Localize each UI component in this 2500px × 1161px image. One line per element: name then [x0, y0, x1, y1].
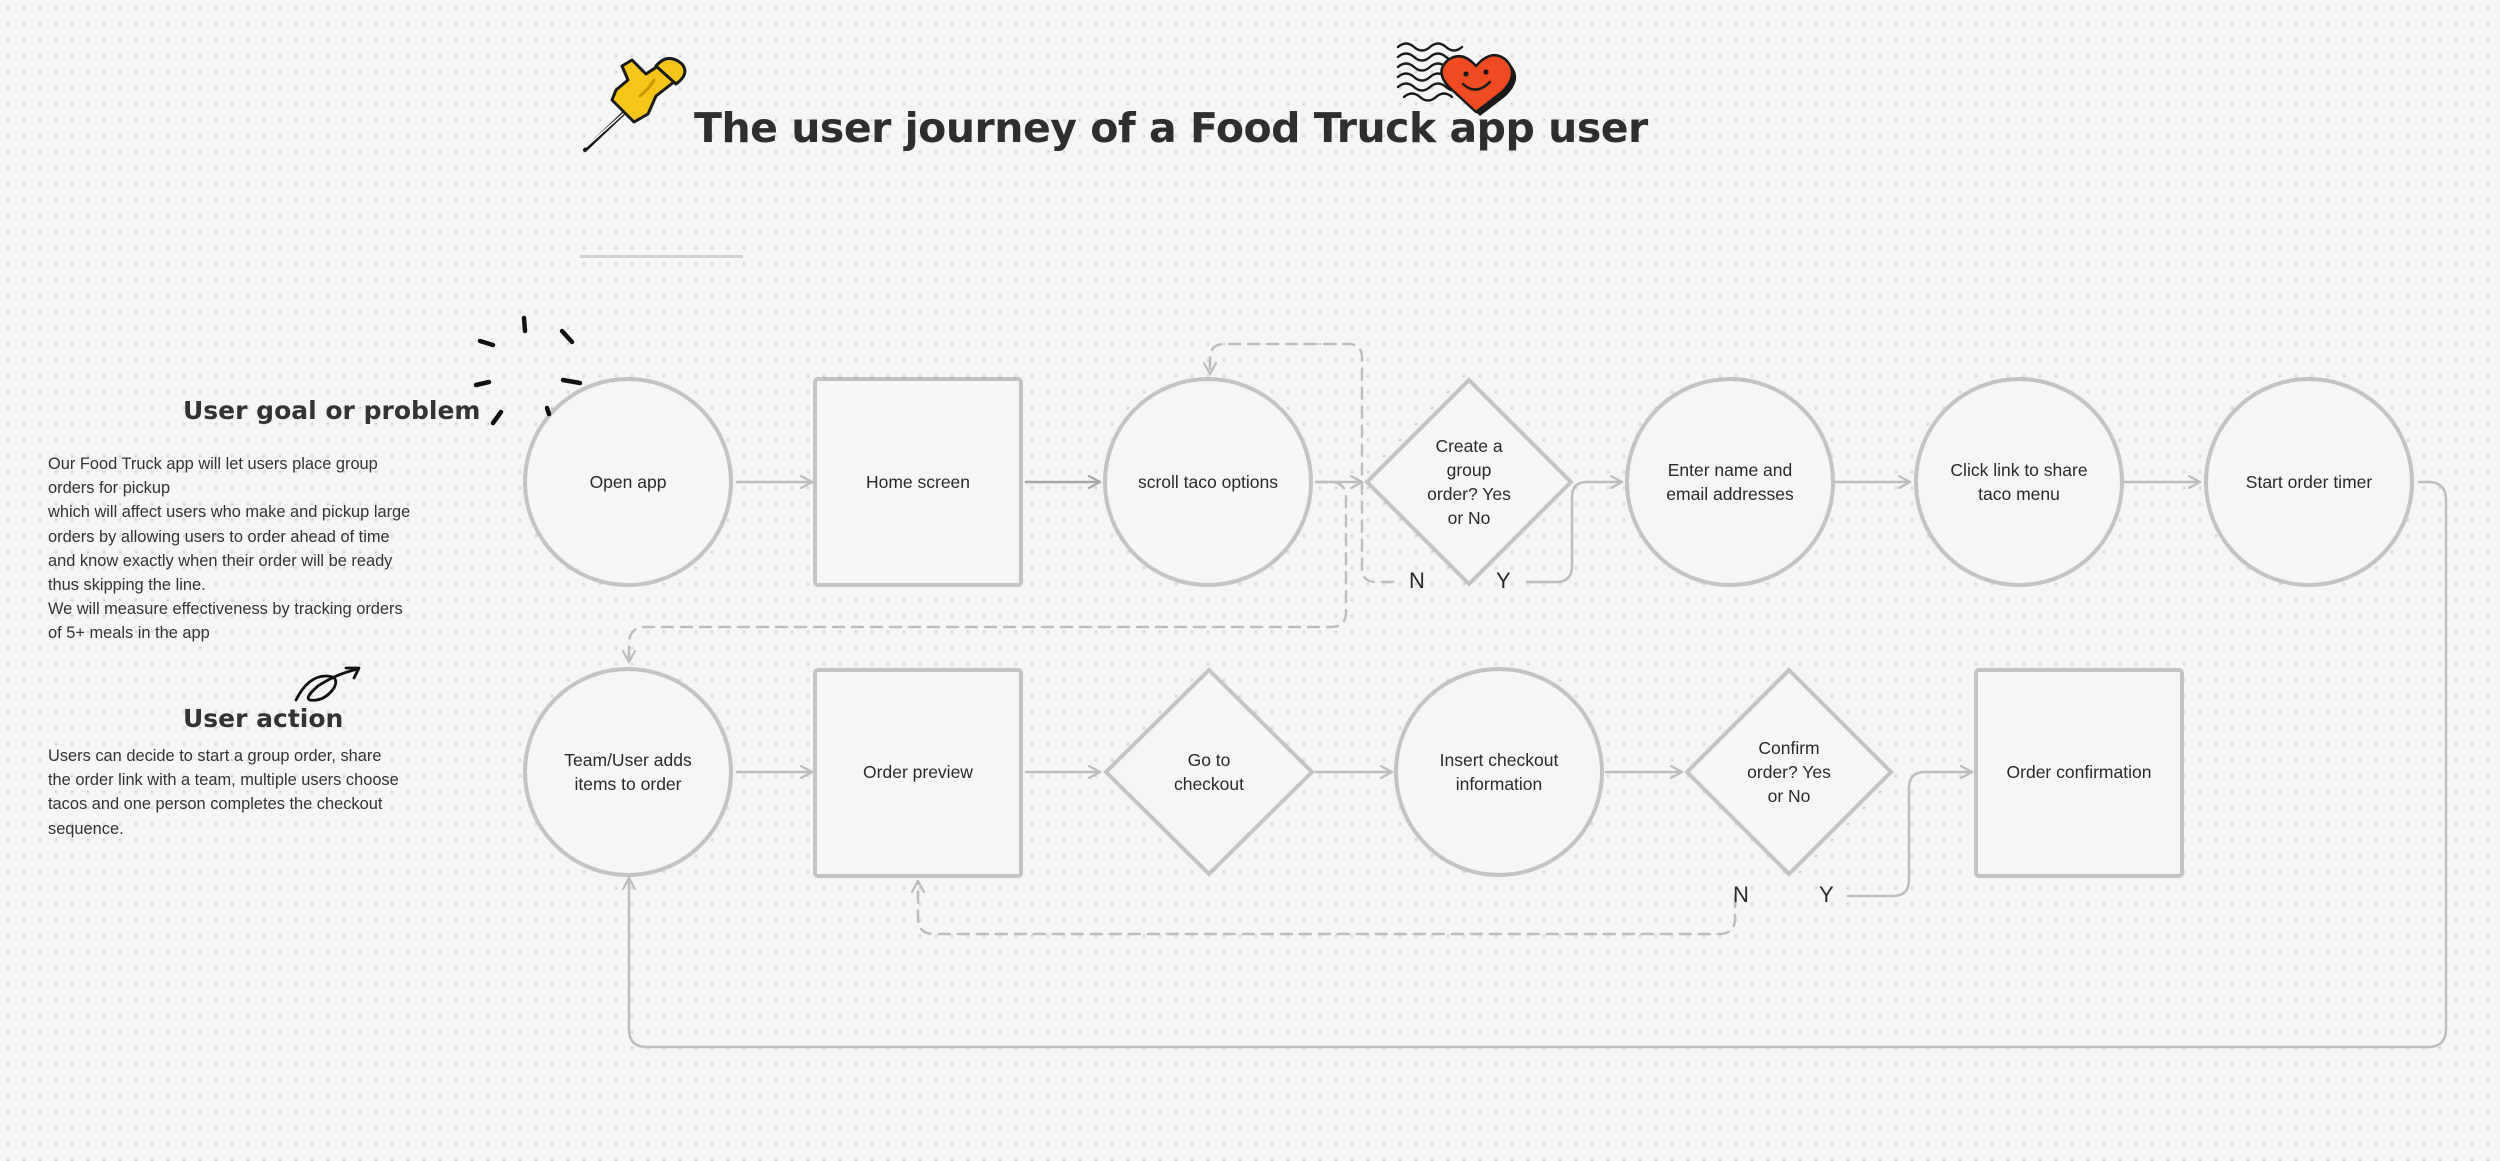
label-confirm-order: Confirm order? Yes or No: [1747, 738, 1831, 806]
node-order-preview: [813, 668, 1023, 878]
pushpin-icon: [583, 57, 687, 152]
decision1-no-label: N: [1409, 568, 1425, 593]
node-enter-name-email: [1625, 377, 1835, 587]
user-action-heading: User action: [183, 704, 344, 733]
arrow-doodle-icon: [294, 666, 361, 702]
arrow-decision2-yes: [1846, 772, 1974, 898]
node-home-screen: [813, 377, 1023, 587]
label-start-order-timer: Start order timer: [2245, 472, 2373, 492]
decision2-no-label: N: [1733, 882, 1749, 907]
node-team-user-adds: [523, 667, 733, 877]
heart-stamp-icon: [1396, 42, 1517, 116]
label-open-app: Open app: [589, 472, 667, 492]
sparkle-doodle-icon: [473, 315, 583, 426]
node-start-order-timer: [2204, 377, 2414, 587]
decision1-yes-label: Y: [1496, 568, 1511, 593]
arrow-decision2-no-loop: [918, 879, 1737, 936]
node-order-confirmation: [1974, 668, 2184, 878]
label-home-screen: Home screen: [865, 472, 971, 492]
node-open-app: [523, 377, 733, 587]
node-decision-group-order: [1364, 377, 1574, 587]
label-order-preview: Order preview: [863, 762, 973, 782]
user-action-text: Users can decide to start a group order,…: [48, 747, 399, 838]
label-decision-group-order: Create a group order? Yes or No: [1427, 436, 1511, 528]
label-order-confirmation: Order confirmation: [2006, 762, 2152, 782]
arrow-scroll-to-team: [629, 480, 1348, 664]
node-insert-checkout-info: [1394, 667, 1604, 877]
node-click-link-share: [1914, 377, 2124, 587]
arrow-timer-to-team-loop: [629, 480, 2448, 1049]
decision2-yes-label: Y: [1819, 882, 1834, 907]
node-scroll-taco-options: [1103, 377, 1313, 587]
label-scroll-taco-options: scroll taco options: [1137, 472, 1279, 492]
arrow-decision1-yes: [1525, 482, 1624, 584]
node-decision-go-to-checkout: [1103, 667, 1315, 877]
node-decision-confirm-order: [1684, 667, 1894, 877]
user-goal-heading: User goal or problem: [183, 396, 481, 425]
user-goal-text: Our Food Truck app will let users place …: [48, 455, 411, 643]
page-title: The user journey of a Food Truck app use…: [694, 104, 1648, 152]
title-underline: [580, 255, 743, 258]
arrow-decision1-no-loop: [1210, 342, 1395, 584]
